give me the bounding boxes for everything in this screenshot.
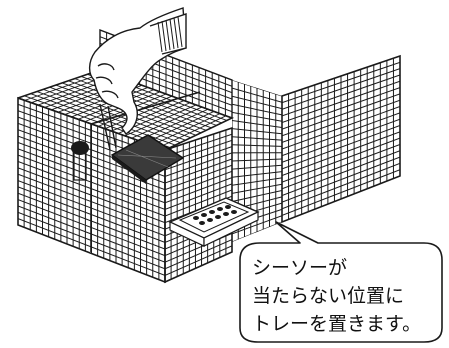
cage-divider-frame — [90, 91, 201, 125]
cage-top-frame — [17, 69, 235, 151]
feeder-icon — [71, 141, 89, 181]
callout-line-1: シーソーが — [252, 257, 348, 279]
callout-line-3: トレーを置きます。 — [252, 313, 422, 335]
cage-door-outline — [281, 54, 401, 224]
tray-icon — [168, 197, 260, 247]
cage-door-panel — [282, 56, 400, 222]
cage-side-outline — [164, 126, 233, 284]
callout-line-2: 当たらない位置に — [252, 285, 405, 307]
seesaw-icon — [110, 134, 185, 184]
callout-bubble — [239, 221, 443, 343]
hand-icon — [88, 7, 187, 151]
callout-text: シーソーが 当たらない位置に トレーを置きます。 — [252, 254, 448, 338]
